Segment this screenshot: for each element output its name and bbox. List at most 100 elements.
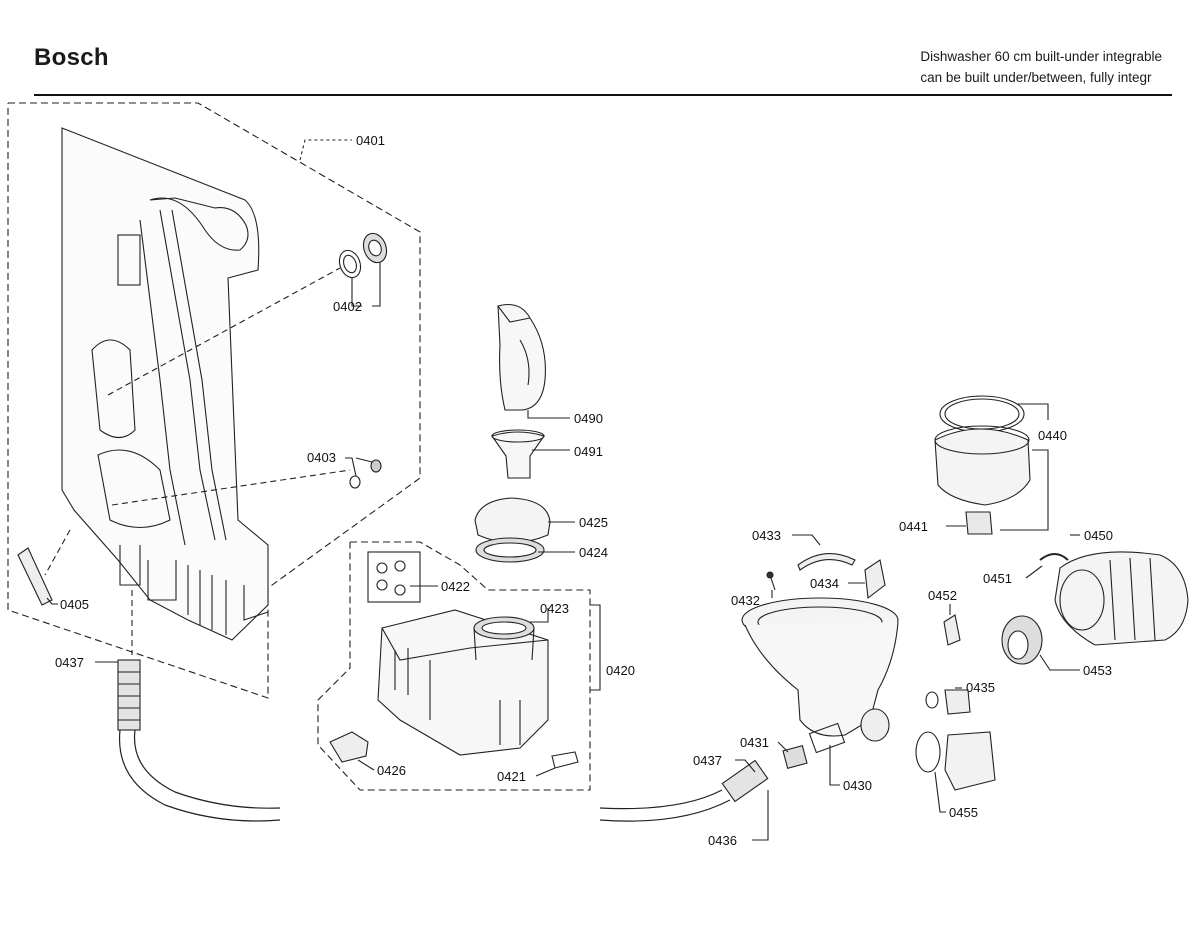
callout-0437-right: 0437 [693,753,722,768]
small-fitting-0403 [345,457,382,489]
pump-part-0435 [944,689,971,715]
callout-0437-left: 0437 [55,655,84,670]
washer [394,584,406,596]
model-description-line-1: Dishwasher 60 cm built-under integrable [920,49,1162,64]
sump-housing-0430 [744,621,899,737]
seal-arc-0433 [797,553,856,571]
salt-funnel-0490 [497,303,546,411]
callout-0424: 0424 [579,545,608,560]
leader-line [1000,449,1049,531]
pump-inlet [1059,569,1105,631]
screw-cap-0425 [474,497,551,543]
leader-line [829,745,840,786]
pump-ribs [1109,557,1156,641]
washer [376,579,388,591]
hose-segment-right [599,789,731,822]
leader-line [590,604,601,691]
base-plate-tab [117,234,141,286]
clamp-0451 [1039,553,1069,561]
callout-0421: 0421 [497,769,526,784]
seal-ring [338,249,362,279]
salt-funnel-spout [497,305,531,323]
leader-line [111,469,351,506]
callout-0420: 0420 [606,663,635,678]
clip-part [17,547,53,606]
base-plate-group [7,102,421,699]
leader-line [735,759,756,773]
clip-0405 [17,547,58,606]
callout-0402: 0402 [333,299,362,314]
leader-line [46,597,58,605]
clip-0421 [551,751,579,769]
leader-line [357,759,375,771]
callout-0422: 0422 [441,579,470,594]
washer [376,562,388,574]
seal-0424-inner [483,542,537,558]
leader-line [792,534,821,546]
seal-0455 [915,731,941,773]
callout-0423: 0423 [540,601,569,616]
leader-line [345,457,357,477]
circulation-pump-group [943,534,1189,671]
callout-0433: 0433 [752,528,781,543]
leader-line [530,608,549,623]
softener-ports [394,648,521,745]
leader-line [777,741,789,753]
callout-0491: 0491 [574,444,603,459]
cap-0491 [491,431,545,479]
cover-0440 [934,428,1031,506]
base-plate-channel-outer [149,197,249,251]
seal-0452 [943,614,961,646]
washer [394,560,406,572]
sump-outlet-pipe [860,708,890,742]
small-washer [349,475,361,489]
callout-0455: 0455 [949,805,978,820]
drain-pump-group [915,687,996,813]
base-plate-sump-well [97,449,171,528]
base-plate [61,127,269,641]
softener-dashed-frame [317,541,591,791]
callout-0435: 0435 [966,680,995,695]
impeller-0441 [965,511,993,535]
callout-0426: 0426 [377,763,406,778]
leader-line [372,262,381,307]
callout-0401: 0401 [356,133,385,148]
brand-title: Bosch [34,44,109,71]
callout-0432: 0432 [731,593,760,608]
heater-cover-group [934,395,1049,535]
base-plate-outlets [119,545,269,635]
model-description-line-2: can be built under/between, fully integr [920,70,1152,85]
callout-0490: 0490 [574,411,603,426]
base-plate-cutout [91,339,136,439]
callout-0434: 0434 [810,576,839,591]
pump-0450 [1054,551,1189,646]
callout-0453: 0453 [1083,663,1112,678]
callout-0451: 0451 [983,571,1012,586]
callout-0452: 0452 [928,588,957,603]
cap-rim [491,429,545,443]
callout-0430: 0430 [843,778,872,793]
hose-coupling-ribs [118,671,140,721]
hose-segment-left [118,729,281,822]
salt-funnel-grip [519,339,530,386]
softener-top-ridge [381,627,549,661]
leader-line [1018,403,1049,420]
header-rule [34,94,1172,96]
water-softener-group [317,541,601,791]
seal-0440-inner [944,398,1020,430]
callout-0440: 0440 [1038,428,1067,443]
coupling-inner [1007,630,1029,660]
base-plate-dashed-frame [7,102,421,699]
drain-hose [95,659,769,841]
sump-group [741,534,899,786]
valve-0426 [329,731,369,763]
callout-0431: 0431 [740,735,769,750]
screw-head [766,571,774,579]
seal-ring-inner [343,254,357,274]
small-nut [370,459,382,473]
callout-0405: 0405 [60,597,89,612]
leader-line [1039,654,1080,671]
callout-labels: 0401 0402 0403 0405 0437 0490 0491 0425 … [55,133,1113,848]
drain-pump-0455 [944,731,996,791]
leader-line [44,529,71,576]
